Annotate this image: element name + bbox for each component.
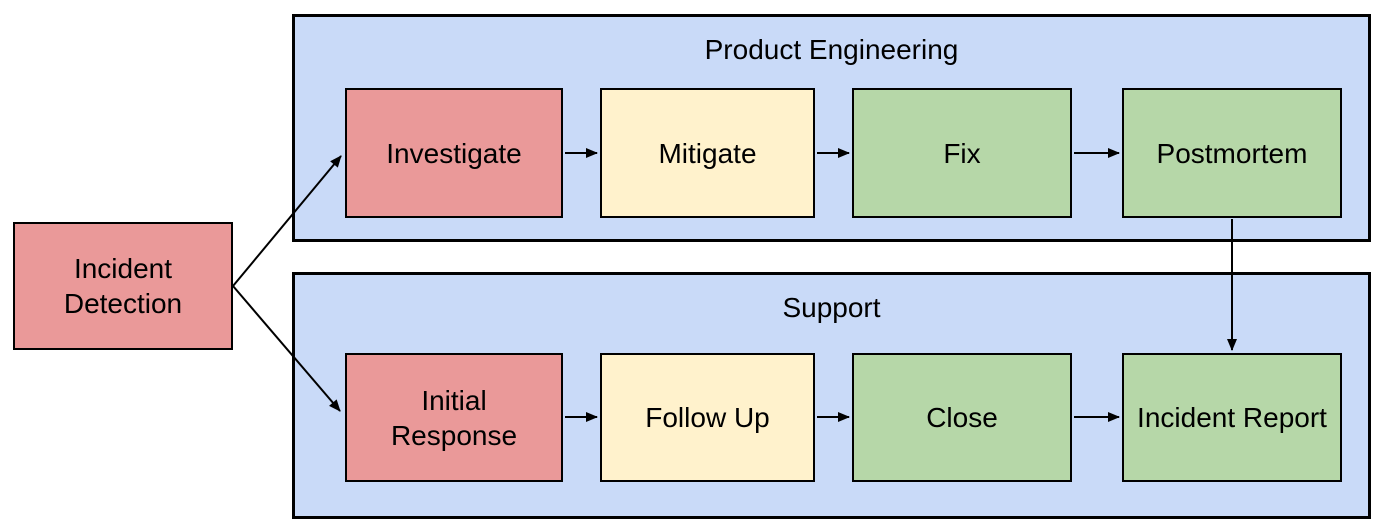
node-incident-report: Incident Report	[1122, 353, 1342, 482]
node-investigate: Investigate	[345, 88, 563, 218]
lane-product-engineering: Product Engineering Investigate Mitigate…	[292, 14, 1371, 242]
node-incident-detection: Incident Detection	[13, 222, 233, 350]
node-incident-detection-label: Incident Detection	[63, 253, 183, 319]
node-incident-report-label: Incident Report	[1137, 402, 1327, 433]
node-postmortem-label: Postmortem	[1156, 137, 1308, 169]
node-mitigate-label: Mitigate	[658, 137, 757, 169]
node-postmortem: Postmortem	[1122, 88, 1342, 218]
node-close: Close	[852, 353, 1072, 482]
node-mitigate: Mitigate	[600, 88, 815, 218]
node-fix-label: Fix	[943, 137, 981, 169]
node-close-label: Close	[926, 402, 998, 433]
node-follow-up: Follow Up	[600, 353, 815, 482]
node-fix: Fix	[852, 88, 1072, 218]
node-investigate-label: Investigate	[386, 137, 522, 169]
lane-title-support: Support	[782, 292, 881, 323]
node-initial-response-label: Initial Response	[390, 384, 518, 451]
lane-support: Support Initial Response Follow Up Close…	[292, 272, 1371, 519]
node-follow-up-label: Follow Up	[645, 402, 770, 433]
lane-title-product-engineering: Product Engineering	[704, 34, 959, 65]
node-initial-response: Initial Response	[345, 353, 563, 482]
